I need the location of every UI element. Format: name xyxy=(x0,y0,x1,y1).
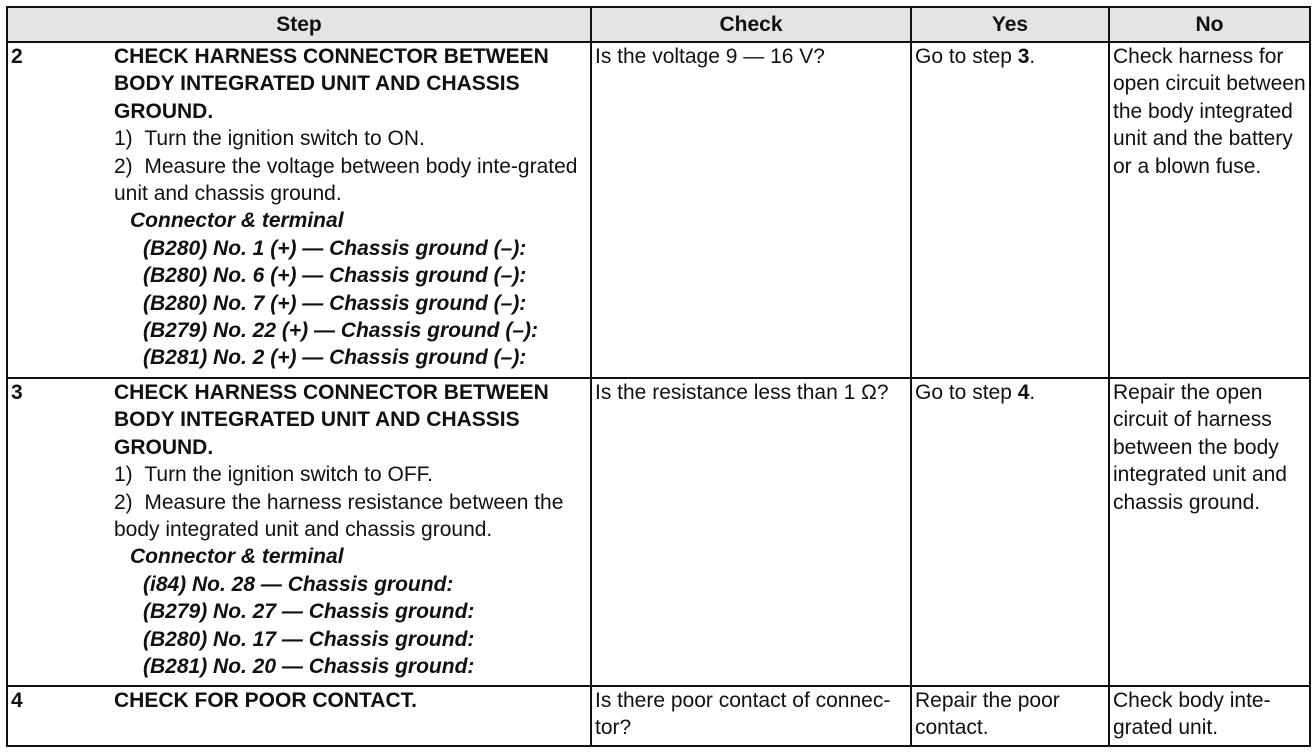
table-row: 3 CHECK HARNESS CONNECTOR BETWEEN BODY I… xyxy=(6,377,1311,687)
yes-text: Go to step xyxy=(915,45,1018,68)
header-step: Step xyxy=(6,6,592,43)
step-number: 2 xyxy=(11,45,23,68)
connector-terminal: (B281) No. 2 (+) — Chassis ground (–): xyxy=(143,346,527,370)
connector-heading: Connector & terminal xyxy=(130,209,344,233)
table-row: 4 CHECK FOR POOR CONTACT. Is there poor … xyxy=(6,685,1311,747)
check-cell: Is the resistance less than 1 Ω? xyxy=(590,377,912,687)
step-instruction: 1) Turn the ignition switch to ON. xyxy=(114,127,425,151)
connector-terminal: (B280) No. 17 — Chassis ground: xyxy=(143,627,475,651)
header-row: Step Check Yes No xyxy=(6,6,1311,43)
step-instruction: 2) Measure the voltage between body inte… xyxy=(114,154,578,206)
connector-terminal: (B280) No. 7 (+) — Chassis ground (–): xyxy=(143,291,527,315)
no-cell: Repair the open circuit of harness betwe… xyxy=(1108,377,1311,687)
connector-terminal: (B280) No. 6 (+) — Chassis ground (–): xyxy=(143,264,527,288)
step-instruction: 2) Measure the harness resistance betwee… xyxy=(114,490,564,542)
header-check: Check xyxy=(590,6,912,43)
connector-terminal: (B279) No. 22 (+) — Chassis ground (–): xyxy=(143,319,538,343)
check-cell: Is there poor contact of connec-tor? xyxy=(590,685,912,747)
header-yes: Yes xyxy=(910,6,1110,43)
header-no: No xyxy=(1108,6,1311,43)
yes-cell: Repair the poor contact. xyxy=(910,685,1110,747)
yes-cell: Go to step 4. xyxy=(910,377,1110,687)
connector-terminal: (B280) No. 1 (+) — Chassis ground (–): xyxy=(143,236,527,260)
diagnostic-table: Step Check Yes No 2 CHECK HARNESS CONNEC… xyxy=(6,6,1311,747)
check-cell: Is the voltage 9 — 16 V? xyxy=(590,41,912,379)
yes-text-suffix: . xyxy=(1029,45,1036,68)
yes-step-number: 3 xyxy=(1017,45,1030,68)
table-row: 2 CHECK HARNESS CONNECTOR BETWEEN BODY I… xyxy=(6,41,1311,379)
step-cell: 3 CHECK HARNESS CONNECTOR BETWEEN BODY I… xyxy=(6,377,592,687)
yes-cell: Go to step 3. xyxy=(910,41,1110,379)
connector-terminal: (B279) No. 27 — Chassis ground: xyxy=(143,600,475,624)
yes-text: Go to step xyxy=(915,381,1018,404)
step-title: CHECK FOR POOR CONTACT. xyxy=(114,689,417,712)
step-cell: 4 CHECK FOR POOR CONTACT. xyxy=(6,685,592,747)
no-cell: Check body inte-grated unit. xyxy=(1108,685,1311,747)
step-number: 3 xyxy=(11,381,23,404)
connector-terminal: (B281) No. 20 — Chassis ground: xyxy=(143,655,475,679)
yes-step-number: 4 xyxy=(1017,381,1030,404)
step-title: CHECK HARNESS CONNECTOR BETWEEN BODY INT… xyxy=(114,45,549,123)
no-cell: Check harness for open circuit between t… xyxy=(1108,41,1311,379)
yes-text-suffix: . xyxy=(1029,381,1036,404)
step-cell: 2 CHECK HARNESS CONNECTOR BETWEEN BODY I… xyxy=(6,41,592,379)
connector-terminal: (i84) No. 28 — Chassis ground: xyxy=(143,572,454,596)
connector-heading: Connector & terminal xyxy=(130,545,344,569)
step-number: 4 xyxy=(11,689,23,712)
step-title: CHECK HARNESS CONNECTOR BETWEEN BODY INT… xyxy=(114,381,549,459)
step-instruction: 1) Turn the ignition switch to OFF. xyxy=(114,463,434,487)
